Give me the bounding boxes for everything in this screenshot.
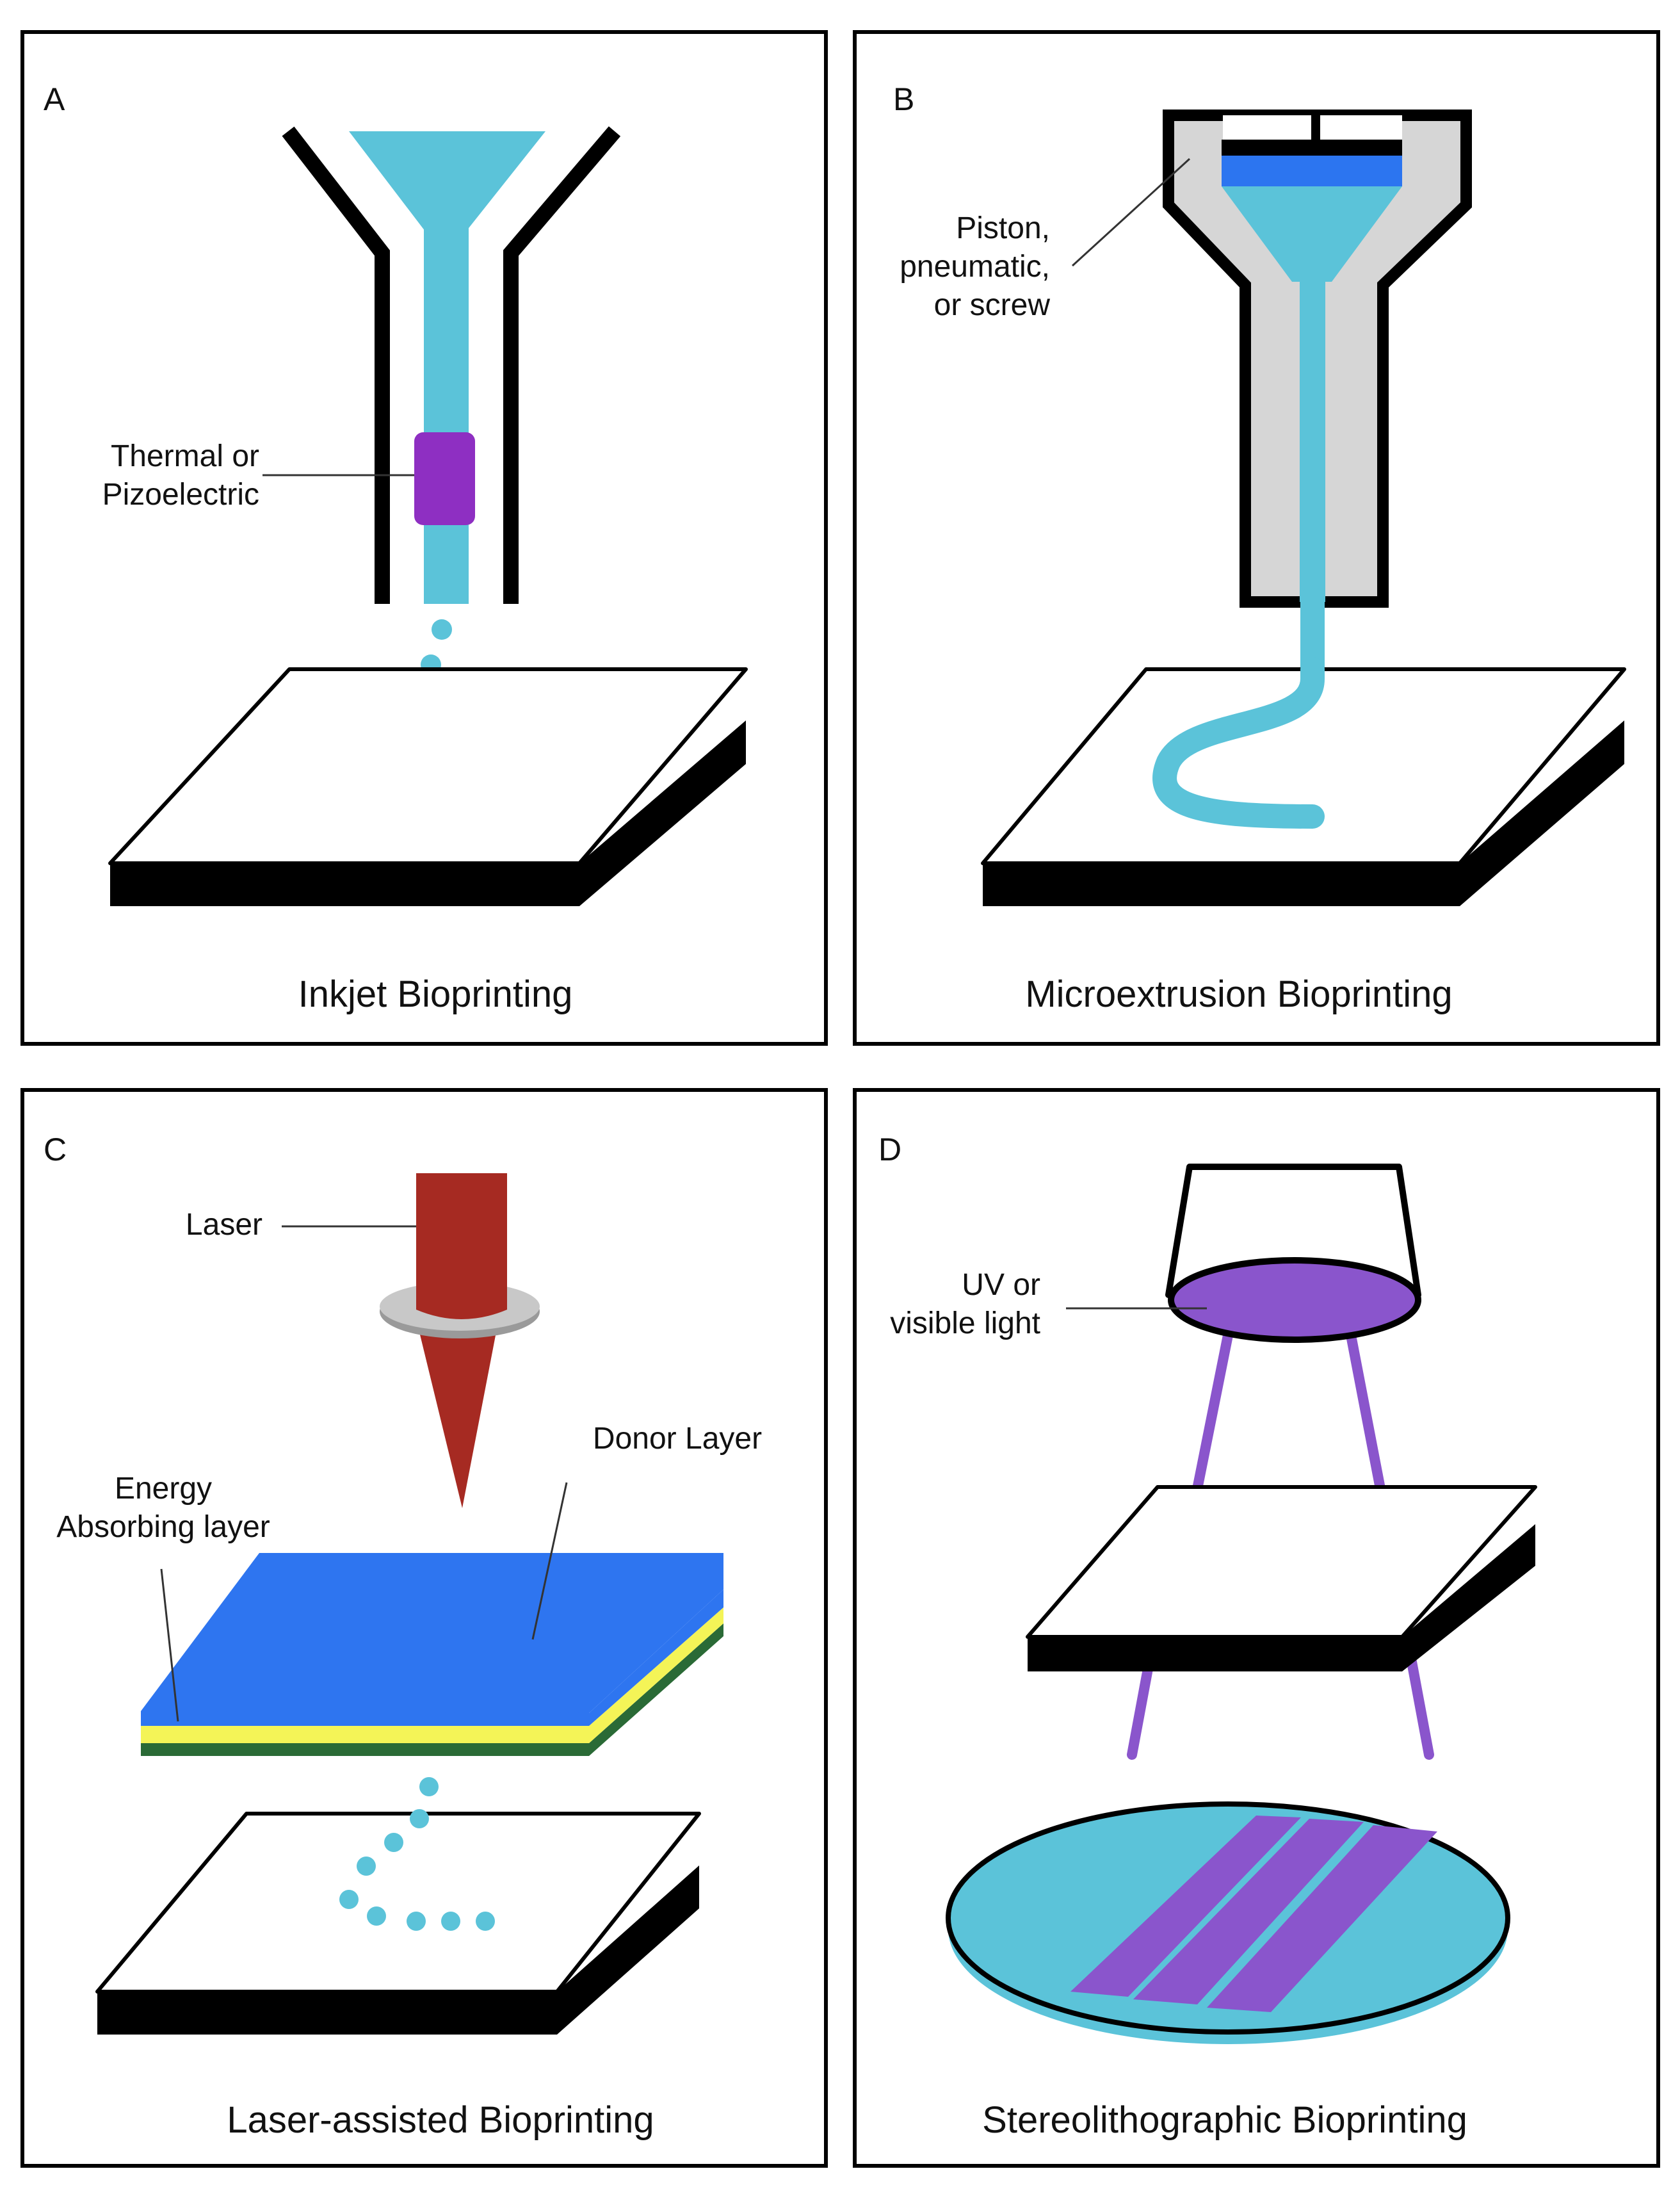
bioink-funnel: [349, 131, 545, 234]
laser-source: [380, 1173, 540, 1508]
energy-absorbing-layer-front: [141, 1726, 589, 1743]
nozzle-right-wall: [503, 126, 621, 604]
piston-label-line3: or screw: [934, 288, 1051, 322]
light-beam-right-lower: [1407, 1657, 1434, 1760]
cured-stripe: [1070, 1816, 1301, 1997]
bioink-funnel: [1222, 186, 1402, 282]
actuator-label-line2: Pizoelectric: [102, 478, 259, 512]
droplet: [419, 1777, 439, 1796]
piston-leader-line: [1071, 158, 1191, 267]
panel-b-frame: [853, 30, 1660, 1046]
cured-stripe: [1207, 1825, 1437, 2012]
filament-on-plate: [1152, 657, 1325, 829]
laser-body: [416, 1173, 507, 1319]
build-plate: [981, 667, 1626, 906]
plate-front: [97, 1992, 557, 2035]
uv-label-line1: UV or: [962, 1268, 1040, 1302]
panel-c-letter: C: [44, 1132, 67, 1167]
piston-label-line1: Piston,: [956, 211, 1050, 245]
panel-d-letter: D: [878, 1132, 901, 1167]
plate-top: [981, 667, 1626, 865]
panel-c-frame: [20, 1088, 828, 2168]
donor-layer-top: [141, 1553, 723, 1713]
piston-plate: [1222, 140, 1402, 156]
droplet: [339, 1890, 359, 1909]
plate-top: [95, 1812, 701, 1994]
panel-d: D UV or visible light Stereolithographic…: [853, 1088, 1660, 2168]
donor-layer-front: [141, 1711, 589, 1726]
panel-b-letter: B: [893, 81, 914, 117]
bioink-channel: [1300, 279, 1325, 602]
panel-a: A Thermal or Pizoelectric: [20, 30, 828, 1046]
plate-side: [579, 720, 746, 906]
thermal-piezo-actuator: [414, 432, 475, 525]
bioink-droplets: [339, 1777, 495, 1931]
energy-label-line1: Energy: [115, 1472, 212, 1506]
donor-leader-line: [531, 1482, 568, 1640]
plate-side: [1402, 1524, 1535, 1671]
energy-leader-line: [160, 1568, 179, 1722]
uv-label-line2: visible light: [890, 1306, 1040, 1340]
droplet: [407, 1912, 426, 1931]
actuator-label-line1: Thermal or: [111, 439, 259, 473]
build-plate: [108, 667, 748, 906]
piston-label-line2: pneumatic,: [900, 250, 1050, 284]
plate-front: [983, 863, 1460, 906]
panel-a-letter: A: [44, 81, 65, 117]
panel-c-caption: Laser-assisted Bioprinting: [227, 2099, 654, 2141]
panel-b: B Piston, pneumatic, or screw Microextru…: [853, 30, 1660, 1046]
cured-stripe: [1133, 1819, 1364, 2004]
base-layer-front: [141, 1743, 589, 1756]
build-plate: [1026, 1485, 1537, 1671]
laser-beam-cone: [419, 1332, 496, 1508]
panel-d-frame: [853, 1088, 1660, 2168]
panel-b-caption: Microextrusion Bioprinting: [1025, 973, 1452, 1015]
build-plate: [95, 1812, 701, 2035]
plate-side: [1460, 720, 1624, 906]
plate-side: [557, 1865, 699, 2035]
donor-layer-side: [589, 1589, 723, 1726]
donor-label: Donor Layer: [593, 1422, 762, 1456]
light-beam-right-upper: [1346, 1330, 1387, 1500]
droplet: [357, 1857, 376, 1876]
base-layer-side: [589, 1623, 723, 1756]
droplet: [367, 1906, 386, 1926]
droplet: [384, 1833, 403, 1852]
panel-d-caption: Stereolithographic Bioprinting: [982, 2099, 1467, 2141]
bioink-reservoir-top: [1222, 156, 1402, 186]
panel-a-frame: [20, 30, 828, 1046]
droplet: [476, 1912, 495, 1931]
panel-c: C Laser Donor Layer Energy Absorbing lay…: [20, 1088, 828, 2168]
energy-label-line2: Absorbing layer: [56, 1510, 270, 1544]
plate-top: [108, 667, 748, 865]
light-beam-left-lower: [1127, 1657, 1154, 1760]
nozzle-left-wall: [282, 126, 390, 604]
donor-slide: [141, 1553, 723, 1756]
plate-front: [110, 863, 579, 906]
light-beam-left-upper: [1191, 1330, 1233, 1500]
energy-absorbing-layer-side: [589, 1607, 723, 1743]
plate-front: [1028, 1637, 1402, 1671]
droplet: [432, 619, 452, 640]
droplet: [441, 1912, 460, 1931]
bioink-channel: [424, 227, 469, 604]
laser-label: Laser: [186, 1208, 262, 1242]
uv-lens: [1168, 1257, 1421, 1343]
panel-a-caption: Inkjet Bioprinting: [298, 973, 573, 1015]
droplet: [410, 1809, 429, 1828]
cured-pattern: [1070, 1816, 1437, 2012]
plate-top: [1026, 1485, 1537, 1639]
